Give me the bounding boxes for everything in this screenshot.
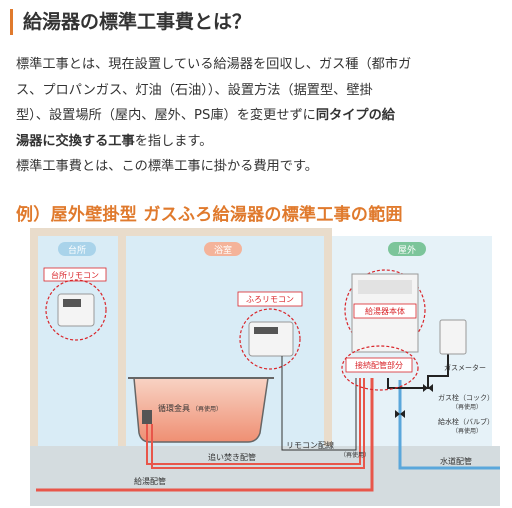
reheat-pipe bbox=[151, 378, 365, 469]
bathtub bbox=[133, 377, 269, 443]
kitchen-room bbox=[38, 236, 118, 446]
hot-water-piping-label: 給湯配管 bbox=[134, 476, 166, 486]
gas-valve-icon bbox=[423, 384, 433, 392]
water-piping-label: 水道配管 bbox=[440, 456, 472, 466]
water-valve-note: （再使用） bbox=[452, 427, 482, 435]
paragraph-line: 標準工事費とは、この標準工事に掛かる費用です。 bbox=[16, 159, 318, 174]
reheat-piping-label: 追い焚き配管 bbox=[208, 452, 256, 462]
highlight-circle bbox=[239, 308, 301, 370]
diagram-title: 例）屋外壁掛型 ガスふろ給湯器の標準工事の範囲 bbox=[16, 205, 403, 225]
connection-piping-label: 接続配管部分 bbox=[355, 360, 403, 370]
water-pipe bbox=[398, 380, 500, 470]
circulation-fitting-note: （再使用） bbox=[192, 405, 222, 413]
gas-meter-icon bbox=[439, 319, 467, 355]
remote-label-box bbox=[237, 291, 303, 307]
highlight-circle bbox=[45, 279, 107, 341]
remote-wiring-note: （再使用） bbox=[340, 451, 370, 459]
heater-body-label: 給湯器本体 bbox=[365, 306, 405, 316]
remote-label-box bbox=[353, 303, 417, 319]
gas-meter-label: ガスメーター bbox=[444, 363, 486, 372]
kitchen-remote-icon bbox=[57, 293, 95, 327]
remote-wire bbox=[281, 356, 357, 451]
hot-water-pipe bbox=[36, 378, 374, 492]
wall bbox=[118, 228, 126, 446]
reheat-pipe bbox=[146, 378, 361, 465]
heater-panel bbox=[358, 280, 412, 294]
bath-remote-label: ふろリモコン bbox=[246, 295, 294, 304]
room-label-kitchen: 台所 bbox=[68, 244, 86, 256]
gas-valve-label: ガス栓（コック） bbox=[438, 393, 494, 402]
paragraph-emphasis: 湯器に交換する工事 bbox=[16, 133, 135, 149]
room-tag bbox=[388, 242, 426, 256]
ceiling bbox=[30, 228, 332, 236]
description-paragraph: 標準工事とは、現在設置している給湯器を回収し、ガス種（都市ガ ス、プロパンガス、… bbox=[16, 52, 501, 180]
wall bbox=[30, 228, 38, 446]
remote-label-box bbox=[43, 267, 107, 282]
page-title: 給湯器の標準工事費とは？ bbox=[10, 9, 251, 35]
installation-diagram: 台所 浴室 屋外 台所リモコン ふろリモコン 循環金具 （再使用） 給湯器本体 … bbox=[30, 228, 500, 506]
gas-pipe bbox=[387, 328, 449, 389]
gas-valve-note: （再使用） bbox=[452, 403, 482, 411]
room-label-bath: 浴室 bbox=[214, 244, 232, 256]
room-tag bbox=[204, 242, 242, 256]
paragraph-line: 型）、設置場所（屋内、屋外、PS庫）を変更せずに bbox=[16, 108, 316, 123]
paragraph-emphasis: 同タイプの給 bbox=[315, 108, 395, 123]
floor bbox=[30, 446, 500, 506]
circulation-fitting-icon bbox=[142, 410, 152, 424]
paragraph-line: を指します。 bbox=[134, 133, 213, 149]
wall bbox=[324, 228, 332, 446]
water-valve-icon bbox=[395, 410, 405, 418]
remote-wiring-label: リモコン配線 bbox=[286, 440, 334, 450]
room-tag bbox=[58, 242, 96, 256]
paragraph-line: 標準工事とは、現在設置している給湯器を回収し、ガス種（都市ガ bbox=[16, 57, 412, 72]
remote-screen bbox=[254, 327, 278, 334]
remote-label-box bbox=[345, 357, 413, 373]
room-label-outdoor: 屋外 bbox=[398, 244, 416, 256]
water-valve-label: 給水栓（バルブ） bbox=[438, 417, 494, 426]
highlight-circle bbox=[341, 345, 419, 391]
kitchen-remote-label: 台所リモコン bbox=[51, 270, 99, 280]
remote-screen bbox=[63, 299, 81, 307]
circulation-fitting-label: 循環金具 bbox=[158, 403, 190, 413]
paragraph-line: ス、プロパンガス、灯油（石油））、設置方法（据置型、壁掛 bbox=[16, 82, 373, 98]
